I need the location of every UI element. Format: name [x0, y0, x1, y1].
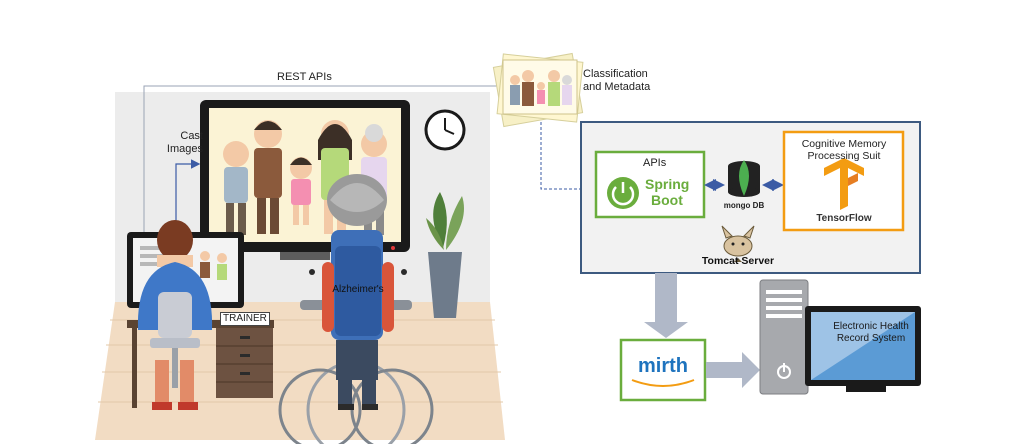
- plant-icon: [426, 192, 464, 318]
- patient-wheelchair: [278, 174, 434, 444]
- apis-label: APIs: [643, 157, 667, 169]
- server-tower-icon: [759, 279, 809, 395]
- tensorflow-label: TensorFlow: [816, 213, 872, 224]
- trainer-label: TRAINER: [220, 312, 270, 326]
- cognitive-label: Cognitive Memory Processing Suit: [801, 138, 887, 162]
- power-icon: [607, 177, 639, 209]
- photos-to-apis-arrow: [540, 122, 597, 193]
- clock-icon: [424, 109, 466, 151]
- tomcat-icon: [721, 225, 755, 262]
- tensorflow-box[interactable]: [782, 130, 905, 232]
- rest-api-line: [143, 85, 508, 238]
- mirth-label: mirth: [638, 355, 688, 377]
- ehr-label: Electronic Health Record System: [833, 321, 909, 344]
- mongo-label: mongo DB: [723, 201, 765, 210]
- tensorflow-icon: [824, 158, 864, 210]
- cast-images-arrow: [175, 159, 201, 238]
- trainer-person: [137, 220, 213, 410]
- spring-label-line2: Boot: [651, 192, 683, 208]
- server-to-mirth-arrow: [644, 273, 688, 338]
- ehr-monitor: [805, 306, 921, 392]
- mirth-box[interactable]: [619, 338, 707, 402]
- family-photo-icon: [223, 120, 387, 235]
- tomcat-label: Tomcat Server: [701, 255, 775, 267]
- mirth-to-ehr-arrow: [706, 352, 760, 388]
- cast-images-label: Cast Images: [166, 130, 203, 155]
- classification-label: Classification and Metadata: [583, 68, 651, 93]
- mongodb-leaf-icon: [728, 160, 760, 197]
- family-photo-stack: [492, 52, 584, 128]
- spring-label-line1: Spring: [645, 176, 690, 192]
- rest-apis-label: REST APIs: [277, 71, 332, 83]
- patient-label: Alzheimer's: [332, 284, 384, 295]
